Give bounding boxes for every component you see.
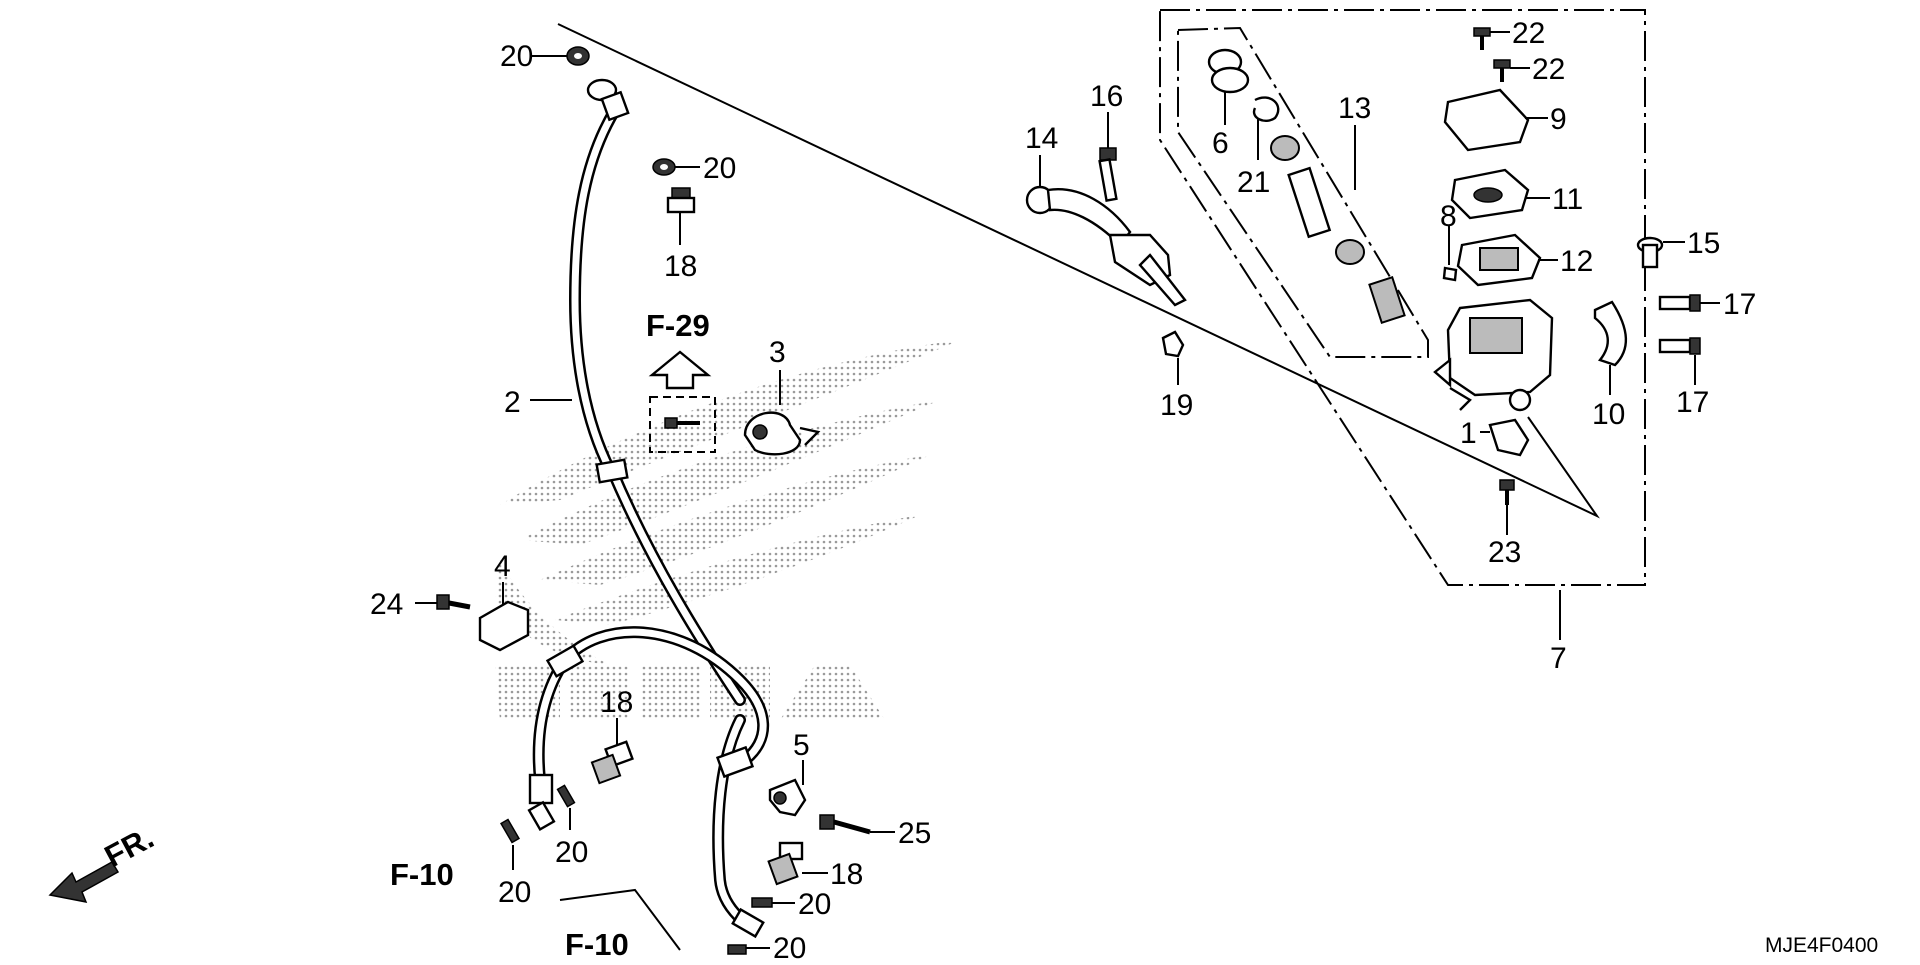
washer-20-mid [652,158,676,176]
master-cylinder-body [1433,298,1554,412]
pivot-bolt-16 [1098,147,1118,202]
bolt-f29-box [649,396,716,453]
callout-18: 18 [600,686,633,719]
washer-20-low-b [727,944,747,955]
bolt-18-lower-left [590,740,634,785]
diagram-code: MJE4F0400 [1765,934,1878,957]
callout-24: 24 [370,588,403,621]
callout-22: 22 [1532,53,1565,86]
brake-hose-left-branch [527,626,770,832]
diaphragm-12 [1456,233,1542,287]
leader-lines [415,31,1720,949]
hose-upper-fitting [586,78,630,122]
callout-14: 14 [1025,122,1058,155]
callout-23: 23 [1488,536,1521,569]
reservoir-cap-9 [1443,88,1530,152]
callout-18: 18 [664,250,697,283]
callout-20: 20 [798,888,831,921]
callout-17: 17 [1676,386,1709,419]
section-ref-f29[interactable]: F-29 [646,308,710,343]
bracket-5 [768,778,807,817]
f10-leader [559,888,681,951]
piston-cup-parts [1270,135,1406,324]
callout-3: 3 [769,336,786,369]
callout-13: 13 [1338,92,1371,125]
callout-22: 22 [1512,17,1545,50]
f29-arrow [648,350,712,390]
callout-9: 9 [1550,103,1567,136]
callout-5: 5 [793,729,810,762]
callout-19: 19 [1160,389,1193,422]
washer-20-low-a [751,897,773,908]
screw-22-a [1473,27,1491,50]
bolt-24 [436,594,471,610]
washer-20-left-b [556,784,576,808]
holder-4 [478,600,530,652]
callout-20: 20 [500,40,533,73]
piston-kit-13-frame [1177,26,1429,358]
section-ref-f10-left[interactable]: F-10 [390,857,454,892]
brake-hose-right-branch [712,714,765,939]
switch-1 [1488,418,1530,457]
screw-23 [1499,479,1515,505]
callout-16: 16 [1090,80,1123,113]
boot-6 [1207,48,1250,94]
bolt-15 [1636,236,1664,269]
callout-4: 4 [494,550,511,583]
callout-11: 11 [1552,183,1583,216]
brake-lever-14 [1025,185,1187,307]
section-ref-f10-bottom[interactable]: F-10 [565,927,629,962]
callout-21: 21 [1237,166,1270,199]
assembly-guide-line [557,23,1600,519]
callout-25: 25 [898,817,931,850]
callout-20: 20 [555,836,588,869]
brake-hose-upper [568,104,746,706]
washer-20-top [566,46,590,66]
callout-17: 17 [1723,288,1756,321]
callout-10: 10 [1592,398,1625,431]
callout-20: 20 [703,152,736,185]
plate-11 [1450,168,1530,220]
bolt-25 [819,814,871,835]
clip-21 [1252,96,1280,122]
callout-20: 20 [498,876,531,909]
clamp-3 [743,411,821,456]
clip-8 [1442,266,1458,282]
callout-18: 18 [830,858,863,891]
holder-10 [1593,300,1628,367]
front-direction-arrow [48,860,120,903]
callout-20: 20 [773,932,806,960]
callout-labels: 20 20 18 2 3 4 24 18 5 25 18 20 20 20 20… [370,17,1756,965]
bolt-17-a [1658,294,1701,312]
callout-1: 1 [1460,417,1477,450]
callout-8: 8 [1440,200,1457,233]
assembly-7-frame [1159,9,1646,586]
screw-22-b [1493,59,1511,82]
bolt-18-top [666,187,696,214]
bolt-17-b [1658,337,1701,355]
bolt-18-lower-right [767,841,804,886]
callout-6: 6 [1212,127,1229,160]
callout-15: 15 [1687,227,1720,260]
callout-2: 2 [504,386,521,419]
washer-20-left-a [500,818,520,844]
nut-19 [1161,330,1185,358]
callout-7: 7 [1550,642,1567,675]
callout-12: 12 [1560,245,1593,278]
